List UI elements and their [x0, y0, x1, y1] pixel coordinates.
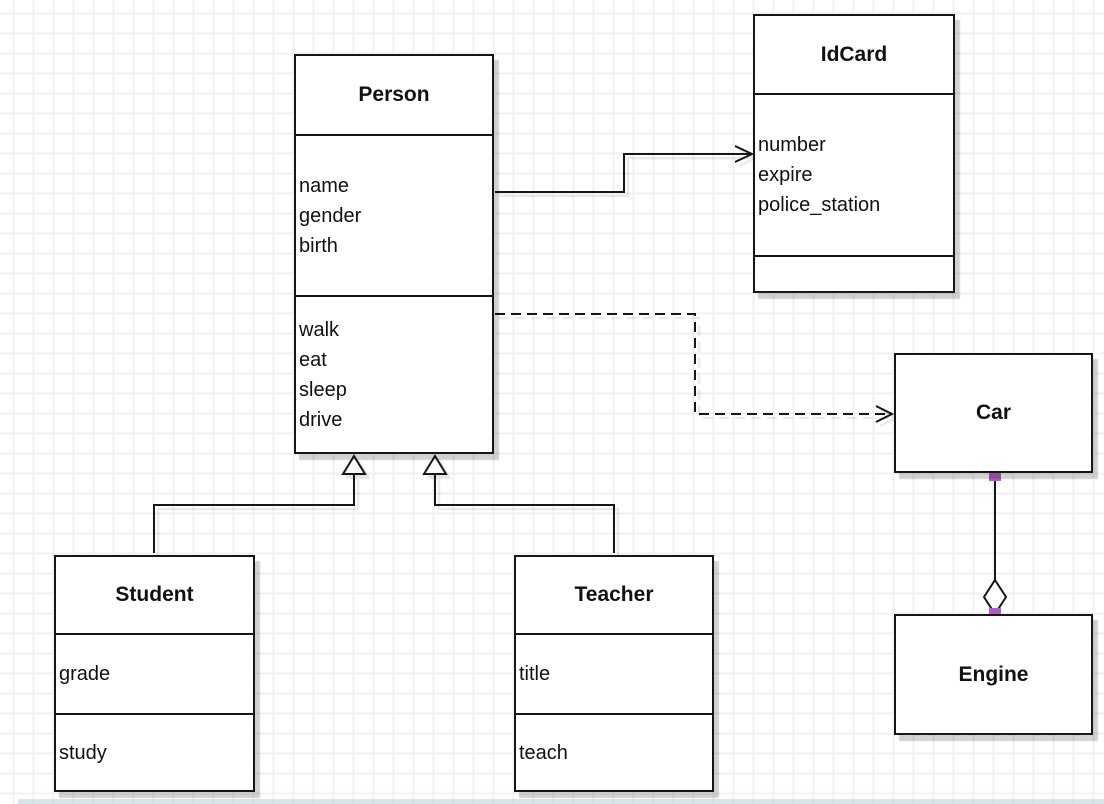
class-box-student[interactable]: Student grade study	[54, 555, 255, 792]
association-person-idcard[interactable]	[495, 145, 755, 193]
method-item: walk	[299, 318, 340, 341]
method-item: study	[59, 741, 107, 764]
generalization-teacher-person[interactable]	[422, 454, 615, 553]
generalization-line[interactable]	[434, 474, 615, 553]
attribute-item: number	[758, 134, 826, 156]
method-item: teach	[519, 741, 568, 764]
attributes-section: title	[516, 633, 712, 713]
page-edge-strip	[18, 799, 1104, 804]
class-box-car[interactable]: Car	[894, 353, 1093, 473]
attribute-item: expire	[758, 164, 813, 186]
class-box-person[interactable]: Person name gender birth walk eat sleep …	[294, 54, 494, 454]
generalization-line[interactable]	[153, 474, 355, 553]
methods-section-empty	[755, 255, 953, 291]
class-box-teacher[interactable]: Teacher title teach	[514, 555, 714, 792]
class-title: Engine	[958, 662, 1029, 686]
attribute-item: grade	[59, 663, 111, 685]
open-arrowhead-icon	[875, 405, 895, 423]
methods-section: study	[56, 713, 253, 790]
class-box-idcard[interactable]: IdCard number expire police_station	[753, 14, 955, 293]
attribute-item: name	[299, 174, 350, 197]
attributes-section: grade	[56, 633, 253, 713]
dependency-line[interactable]	[495, 313, 888, 415]
inheritance-triangle-icon	[341, 454, 367, 475]
attributes-section: number expire police_station	[755, 93, 953, 255]
generalization-student-person[interactable]	[153, 454, 367, 553]
class-box-engine[interactable]: Engine	[894, 614, 1093, 735]
aggregation-car-engine[interactable]	[982, 469, 1008, 620]
class-title: Car	[975, 401, 1012, 424]
method-item: sleep	[299, 378, 347, 401]
class-title: Person	[358, 83, 430, 106]
attribute-item: gender	[299, 204, 362, 227]
class-title: Teacher	[574, 583, 654, 606]
methods-section: teach	[516, 713, 712, 790]
class-title: Student	[115, 583, 194, 606]
attributes-section: name gender birth	[296, 134, 492, 295]
class-title: IdCard	[820, 42, 888, 66]
inheritance-triangle-icon	[422, 454, 448, 475]
open-arrowhead-icon	[734, 145, 755, 163]
attribute-item: police_station	[758, 194, 881, 216]
association-line[interactable]	[495, 153, 750, 193]
attribute-item: birth	[299, 234, 338, 257]
method-item: eat	[299, 348, 327, 371]
method-item: drive	[299, 408, 343, 431]
methods-section: walk eat sleep drive	[296, 295, 492, 452]
dependency-person-car[interactable]	[495, 313, 895, 423]
attribute-item: title	[519, 663, 551, 685]
